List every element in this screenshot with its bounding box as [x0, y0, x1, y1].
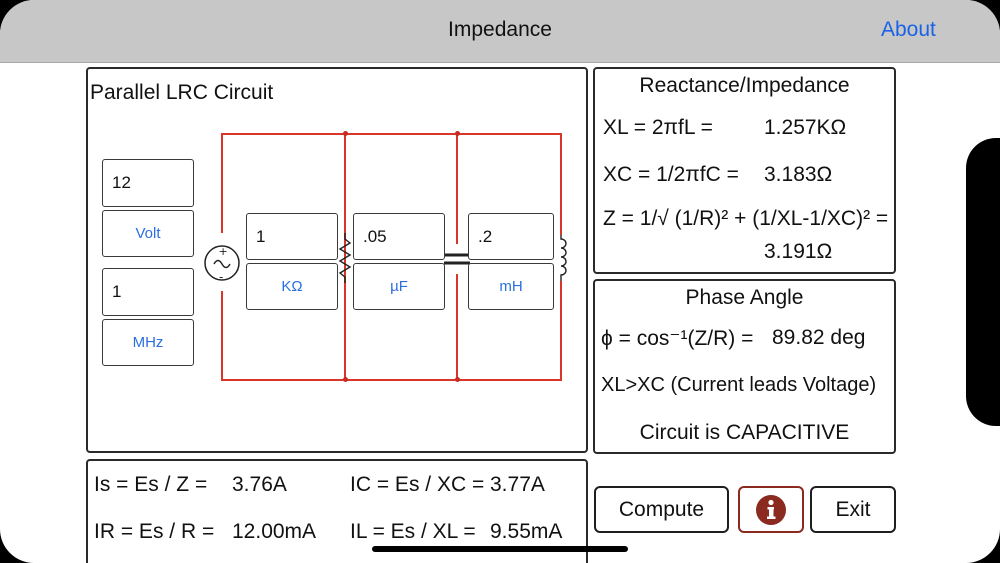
navigation-bar: Impedance About — [0, 0, 1000, 63]
frequency-input[interactable]: 1 — [102, 268, 194, 316]
home-indicator[interactable] — [372, 546, 628, 552]
ac-source-icon: + - — [204, 245, 240, 284]
device-notch — [966, 138, 1000, 426]
inductor-icon — [554, 235, 568, 281]
about-link[interactable]: About — [881, 18, 936, 41]
info-icon — [756, 494, 786, 525]
svg-text:-: - — [219, 270, 223, 284]
compute-button[interactable]: Compute — [594, 486, 729, 533]
svg-text:+: + — [219, 245, 228, 258]
resistance-input[interactable]: 1 — [246, 213, 338, 260]
wire-left-lower — [221, 291, 223, 381]
xl-formula: XL = 2πfL = — [603, 116, 713, 139]
voltage-unit-button[interactable]: Volt — [102, 210, 194, 257]
inductor-current-value: 9.55mA — [490, 520, 563, 543]
capacitance-unit-button[interactable]: µF — [353, 263, 445, 310]
junction-top-2 — [455, 131, 460, 136]
source-current-value: 3.76A — [232, 473, 287, 496]
resistor-current-label: IR = Es / R = — [94, 520, 215, 543]
wire-resistor-branch — [344, 133, 346, 381]
circuit-panel: Parallel LRC Circuit + - — [86, 67, 588, 453]
source-current-label: Is = Es / Z = — [94, 473, 208, 496]
z-value: 3.191Ω — [764, 240, 833, 263]
capacitor-current-label: IC = Es / XC = — [350, 473, 485, 496]
page-title: Impedance — [448, 18, 552, 41]
wire-left-upper — [221, 133, 223, 233]
xc-formula: XC = 1/2πfC = — [603, 163, 739, 186]
phase-title: Phase Angle — [685, 286, 804, 309]
circuit-character: Circuit is CAPACITIVE — [639, 421, 850, 444]
junction-bottom-2 — [455, 377, 460, 382]
info-button[interactable] — [738, 486, 804, 533]
reactance-panel: Reactance/Impedance XL = 2πfL = 1.257KΩ … — [593, 67, 896, 274]
xc-value: 3.183Ω — [764, 163, 833, 186]
circuit-title: Parallel LRC Circuit — [90, 81, 274, 104]
resistor-current-value: 12.00mA — [232, 520, 317, 543]
frequency-unit-button[interactable]: MHz — [102, 319, 194, 366]
junction-top-1 — [343, 131, 348, 136]
phase-formula: ϕ = cos⁻¹(Z/R) = — [601, 327, 754, 350]
exit-button[interactable]: Exit — [810, 486, 896, 533]
capacitor-icon — [442, 244, 472, 274]
xl-value: 1.257KΩ — [764, 116, 847, 139]
capacitor-current-value: 3.77A — [490, 473, 545, 496]
phase-value: 89.82 deg — [772, 326, 866, 349]
inductance-unit-button[interactable]: mH — [468, 263, 554, 310]
resistance-unit-button[interactable]: KΩ — [246, 263, 338, 310]
resistor-icon — [338, 233, 352, 283]
currents-panel: Is = Es / Z = 3.76A IR = Es / R = 12.00m… — [86, 459, 588, 563]
voltage-input[interactable]: 12 — [102, 159, 194, 207]
phase-angle-panel: Phase Angle ϕ = cos⁻¹(Z/R) = 89.82 deg X… — [593, 279, 896, 454]
capacitance-input[interactable]: .05 — [353, 213, 445, 260]
reactance-title: Reactance/Impedance — [639, 74, 850, 97]
inductor-current-label: IL = Es / XL = — [350, 520, 476, 543]
wire-bottom — [221, 379, 561, 381]
wire-top — [221, 133, 561, 135]
junction-bottom-1 — [343, 377, 348, 382]
z-formula: Z = 1/√ (1/R)² + (1/XL-1/XC)² = — [603, 207, 889, 230]
inductance-input[interactable]: .2 — [468, 213, 554, 260]
reactance-relation: XL>XC (Current leads Voltage) — [601, 374, 877, 396]
